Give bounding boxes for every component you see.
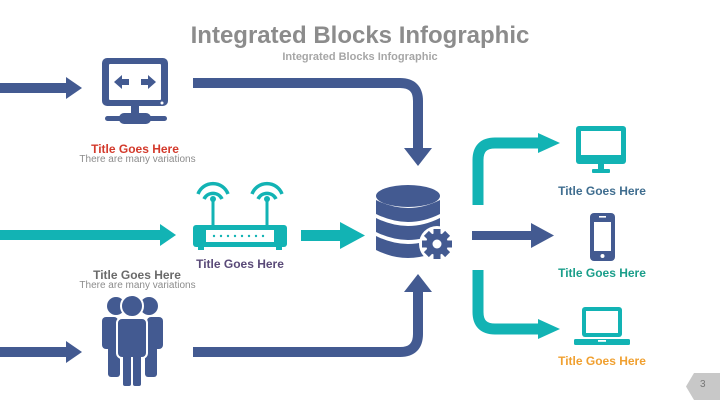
elbow-arrow-bottom — [193, 274, 432, 357]
page-number-tab — [686, 373, 720, 400]
input-arrow-middle — [0, 224, 176, 246]
people-desc: There are many variations — [79, 280, 196, 291]
laptop-title: Title Goes Here — [558, 354, 646, 368]
output-arrow-bottom — [472, 270, 560, 339]
page-number-text: 3 — [700, 379, 706, 390]
monitor-title: Title Goes Here — [91, 142, 179, 156]
desktop-icon — [576, 126, 626, 173]
monitor-desc: There are many variations — [79, 154, 196, 165]
database-gear-icon — [376, 185, 455, 262]
people-title: Title Goes Here — [93, 268, 181, 282]
page-title: Integrated Blocks Infographic — [190, 22, 530, 49]
page-number: 3 — [686, 372, 720, 400]
output-arrow-middle — [472, 223, 554, 248]
desktop-title: Title Goes Here — [558, 184, 646, 198]
laptop-icon — [574, 307, 630, 345]
elbow-arrow-top — [193, 78, 432, 166]
wifi-router-icon — [193, 181, 287, 250]
router-title: Title Goes Here — [196, 257, 284, 271]
router-to-database-arrow — [301, 222, 365, 249]
phone-title: Title Goes Here — [558, 266, 646, 280]
output-arrow-top — [472, 133, 560, 205]
smartphone-icon — [590, 213, 615, 261]
input-arrow-top — [0, 77, 82, 99]
monitor-transfer-icon — [102, 58, 168, 124]
page-subtitle: Integrated Blocks Infographic — [282, 51, 438, 63]
people-group-icon — [102, 294, 163, 386]
input-arrow-bottom — [0, 341, 82, 363]
